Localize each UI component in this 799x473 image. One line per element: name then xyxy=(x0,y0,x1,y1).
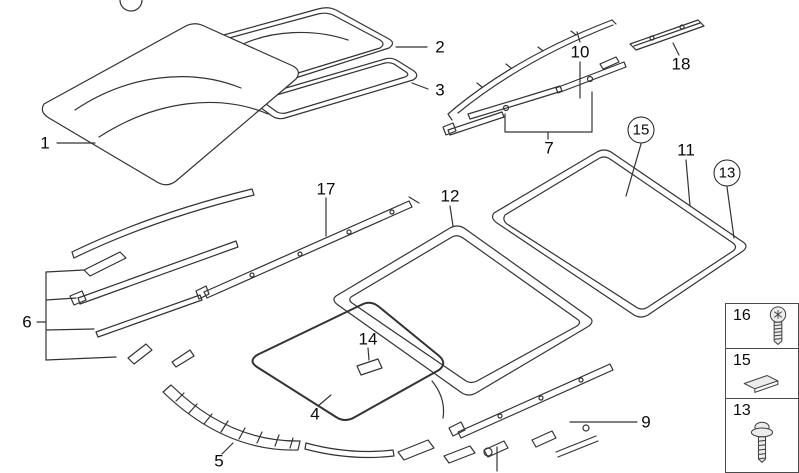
part-label-11[interactable]: 11 xyxy=(677,140,695,160)
legend-number-13: 13 xyxy=(733,402,751,419)
part-label-10[interactable]: 10 xyxy=(570,42,590,62)
part-1-glass-panel xyxy=(41,23,299,186)
part-label-2[interactable]: 2 xyxy=(435,37,445,57)
legend-item-13[interactable]: 13 xyxy=(726,399,798,472)
part-9-rail-assembly xyxy=(448,363,614,458)
part-label-3[interactable]: 3 xyxy=(435,80,445,100)
part-label-4[interactable]: 4 xyxy=(310,404,320,424)
torx-screw-icon xyxy=(769,306,787,346)
part-4-seal-loop xyxy=(251,301,445,421)
part-label-13[interactable]: 13 xyxy=(713,159,741,187)
part-6-bracket-set xyxy=(69,188,255,368)
part-label-12[interactable]: 12 xyxy=(440,186,460,206)
part-label-14[interactable]: 14 xyxy=(358,329,378,349)
part-5-trim-strip xyxy=(162,384,395,459)
legend-item-15[interactable]: 15 xyxy=(726,349,798,399)
part-label-1[interactable]: 1 xyxy=(40,133,50,153)
part-label-9[interactable]: 9 xyxy=(641,412,651,432)
part-8-small-parts xyxy=(397,439,493,464)
part-label-15[interactable]: 15 xyxy=(627,116,655,144)
part-label-5[interactable]: 5 xyxy=(214,451,224,471)
leader-lines xyxy=(36,31,735,472)
gasket-pad-icon xyxy=(743,375,779,393)
washer-screw-icon xyxy=(750,421,774,464)
legend-number-16: 16 xyxy=(733,307,751,324)
part-18-rail xyxy=(629,19,705,51)
legend-item-16[interactable]: 16 xyxy=(726,304,798,349)
part-12-sunshade-frame xyxy=(333,225,593,396)
part-label-18[interactable]: 18 xyxy=(671,54,691,74)
part-label-6[interactable]: 6 xyxy=(22,312,32,332)
legend-number-15: 15 xyxy=(733,352,751,369)
part-14-clip xyxy=(356,358,383,376)
cropped-callout-circle xyxy=(119,0,143,12)
part-label-17[interactable]: 17 xyxy=(316,179,336,199)
part-10-trim-strip xyxy=(447,19,617,121)
part-label-7[interactable]: 7 xyxy=(544,138,554,158)
part-11-rear-glass-panel xyxy=(491,149,747,318)
part-7-rail-assembly xyxy=(442,56,627,136)
hardware-legend: 16 15 13 xyxy=(725,303,799,473)
